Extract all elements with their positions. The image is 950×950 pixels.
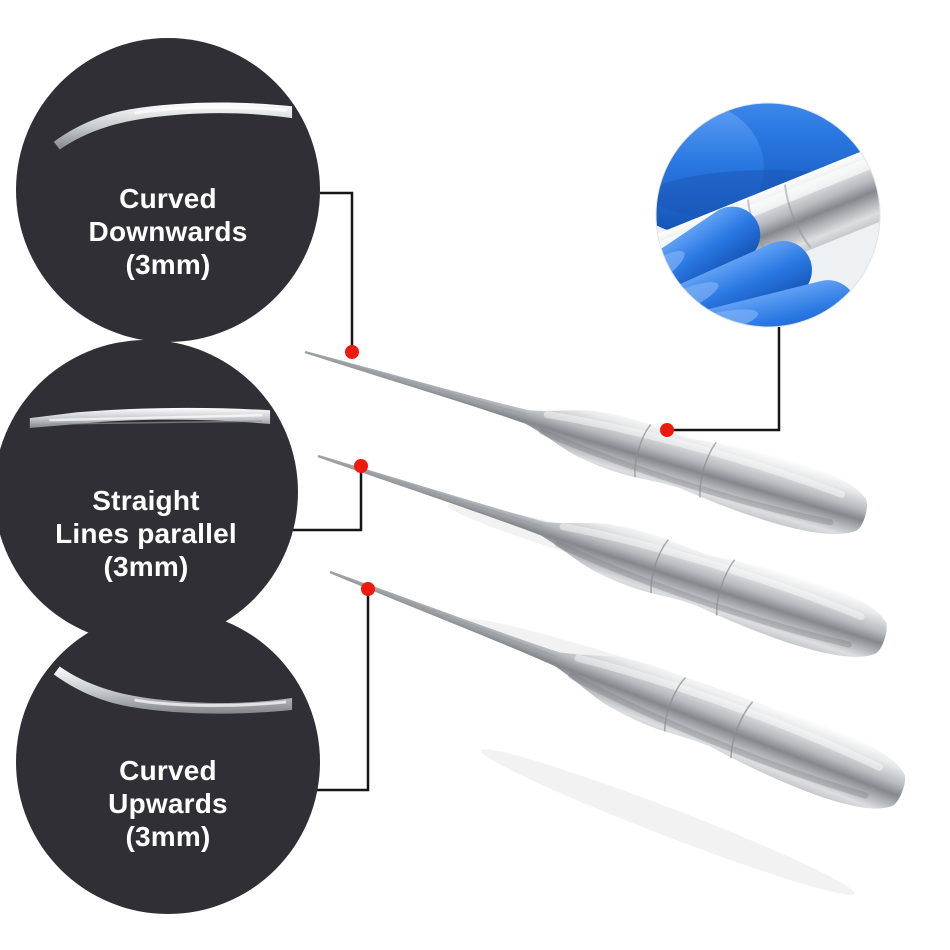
dental-elevator-top xyxy=(296,321,875,547)
marker-dot-top-tip xyxy=(345,345,359,359)
callout-curved-upwards: Curved Upwards (3mm) xyxy=(16,610,320,914)
connector-line-curved-upwards xyxy=(317,592,370,792)
label-line: (3mm) xyxy=(103,551,189,583)
marker-dot-handle xyxy=(660,423,674,437)
callout-curved-downwards-label: Curved Downwards (3mm) xyxy=(89,182,248,281)
curved-upwards-tip-image xyxy=(53,666,293,714)
callout-straight-label: Straight Lines parallel (3mm) xyxy=(55,484,237,583)
callout-straight: Straight Lines parallel (3mm) xyxy=(0,340,298,644)
dental-elevator-bottom xyxy=(318,540,915,823)
connector-line-curved-downwards xyxy=(320,191,354,350)
connector-line-straight xyxy=(293,469,363,532)
curved-downwards-tip-image xyxy=(53,102,293,150)
label-line: Curved xyxy=(119,755,217,786)
label-line: Downwards xyxy=(88,216,248,248)
shadow-3 xyxy=(481,749,855,895)
connector-line-inset xyxy=(672,327,781,432)
marker-dot-bottom-tip xyxy=(361,582,375,596)
label-line: (3mm) xyxy=(125,249,211,281)
label-line: Upwards xyxy=(108,788,228,820)
callout-curved-upwards-label: Curved Upwards (3mm) xyxy=(108,754,228,853)
callout-curved-downwards: Curved Downwards (3mm) xyxy=(16,38,320,342)
label-line: Straight xyxy=(92,485,200,516)
straight-tip-image xyxy=(29,407,271,428)
label-line: (3mm) xyxy=(125,821,211,853)
marker-dot-middle-tip xyxy=(354,459,368,473)
label-line: Lines parallel xyxy=(55,518,237,550)
hand-grip-inset xyxy=(655,102,881,328)
label-line: Curved xyxy=(119,183,217,214)
